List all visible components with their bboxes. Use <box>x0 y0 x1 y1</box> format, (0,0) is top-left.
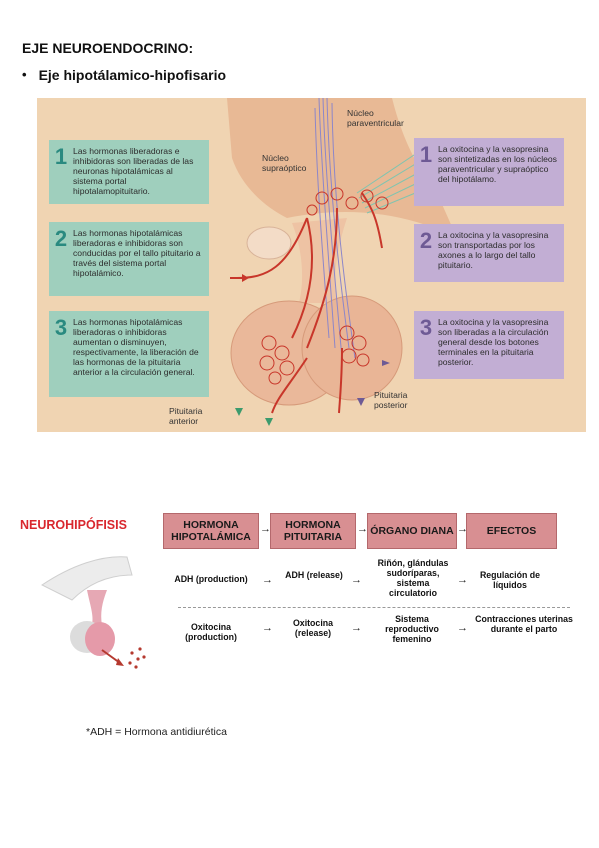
arrow-icon: → <box>262 622 273 634</box>
header-hormona-pituitaria: HORMONA PITUITARIA <box>270 513 356 549</box>
header-hormona-hipotalamica: HORMONA HIPOTALÁMICA <box>163 513 259 549</box>
right-info-box-1: 1 La oxitocina y la vasopresina son sint… <box>414 138 564 206</box>
row1-pituitary: ADH (release) <box>285 570 343 580</box>
arrow-icon: → <box>457 622 468 634</box>
posterior-pituitary-shape <box>301 295 403 401</box>
green-arrow-left <box>235 408 243 416</box>
label-posterior: Pituitaria posterior <box>374 390 408 410</box>
right-info-box-2: 2 La oxitocina y la vasopresina son tran… <box>414 224 564 282</box>
neurohypophysis-title: NEUROHIPÓFISIS <box>20 518 127 532</box>
green-arrow-mid <box>265 418 273 426</box>
row2-organ: Sistema reproductivo femenino <box>385 614 439 644</box>
row1-effect: Regulación de líquidos <box>479 570 541 590</box>
pituitary-stalk <box>292 218 347 303</box>
subheading: Eje hipotálamico-hipofisario <box>38 67 227 83</box>
box-text: La oxitocina y la vasopresina son libera… <box>438 317 549 367</box>
neurohypophysis-figure: NEUROHIPÓFISIS HORMONA HIPOTALÁMICA → HO… <box>20 500 578 678</box>
step-number: 1 <box>54 144 68 169</box>
step-number: 3 <box>419 315 433 340</box>
footnote: *ADH = Hormona antidiurética <box>86 726 227 738</box>
bullet-item: • Eje hipotálamico-hipofisario <box>22 67 226 83</box>
arrow-icon: → <box>457 574 468 586</box>
arrow-icon: → <box>457 523 468 535</box>
optic-chiasm <box>246 226 292 260</box>
hypothalamus-shape <box>227 98 457 238</box>
box-text: La oxitocina y la vasopresina son transp… <box>438 230 549 270</box>
step-number: 2 <box>419 228 433 253</box>
arrow-icon: → <box>351 574 362 586</box>
arrow-icon: → <box>351 622 362 634</box>
label-anterior: Pituitaria anterior <box>169 406 203 426</box>
row-divider <box>178 607 570 608</box>
label-paraventricular: Núcleo paraventricular <box>347 108 404 128</box>
bullet-marker: • <box>22 67 27 82</box>
row1-hormone: ADH (production) <box>174 574 248 584</box>
step-number: 3 <box>54 315 68 340</box>
page-heading: EJE NEUROENDOCRINO: <box>22 40 194 56</box>
row1-organ: Riñón, glándulas sudoríparas, sistema ci… <box>377 558 449 598</box>
step-number: 1 <box>419 142 433 167</box>
row2-effect: Contracciones uterinas durante el parto <box>475 614 573 634</box>
purple-arrow-right <box>382 360 390 366</box>
box-text: La oxitocina y la vasopresina son sintet… <box>438 144 557 184</box>
nerve-fibers <box>314 98 356 359</box>
left-info-box-2: 2 Las hormonas hipotalámicas liberadoras… <box>49 222 209 296</box>
pituitary-illustration <box>227 98 457 426</box>
left-info-box-3: 3 Las hormonas hipotalámicas liberadoras… <box>49 311 209 397</box>
header-organo-diana: ÓRGANO DIANA <box>367 513 457 549</box>
left-info-box-1: 1 Las hormonas liberadoras e inhibidoras… <box>49 140 209 204</box>
box-text: Las hormonas hipotalámicas liberadoras o… <box>73 317 199 377</box>
header-efectos: EFECTOS <box>466 513 557 549</box>
row2-pituitary: Oxitocina (release) <box>292 618 334 638</box>
purple-arrow-down <box>357 398 365 406</box>
arrow-icon: → <box>262 574 273 586</box>
step-number: 2 <box>54 226 68 251</box>
label-supraoptic: Núcleo supraóptico <box>262 153 307 173</box>
arrow-icon: → <box>357 523 368 535</box>
box-text: Las hormonas liberadoras e inhibidoras s… <box>73 146 194 196</box>
right-info-box-3: 3 La oxitocina y la vasopresina son libe… <box>414 311 564 379</box>
row2-hormone: Oxitocina (production) <box>185 622 237 642</box>
capillary-network <box>259 187 389 385</box>
arrow-icon: → <box>260 523 271 535</box>
box-text: Las hormonas hipotalámicas liberadoras e… <box>73 228 201 278</box>
hypothalamic-pituitary-figure: Núcleo paraventricular Núcleo supraóptic… <box>37 98 586 432</box>
pituitary-icon <box>41 556 146 669</box>
